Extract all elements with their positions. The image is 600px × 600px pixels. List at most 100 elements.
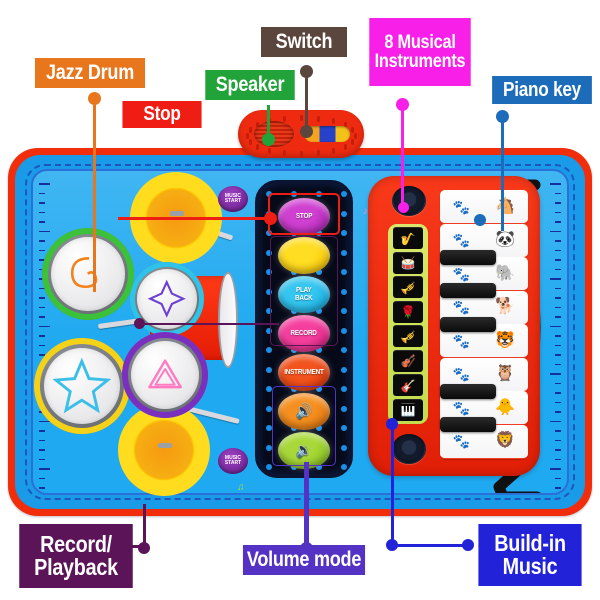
pod-dot bbox=[246, 133, 249, 139]
panel-led-dot bbox=[316, 464, 322, 470]
key-3-animal-icon: 🐘 bbox=[495, 264, 516, 282]
instrument-selector-strip[interactable]: 🎷🥁🎺🌹🎺🎻🎸🎹 bbox=[388, 224, 428, 424]
panel-led-dot bbox=[316, 347, 322, 353]
piano-speaker-bottom bbox=[392, 434, 426, 464]
pod-dot bbox=[343, 122, 347, 129]
btn-record-label: RECORD bbox=[290, 329, 318, 337]
instr-xylophone-icon[interactable]: 🌹 bbox=[393, 300, 423, 323]
pod-dot bbox=[343, 143, 347, 150]
snare-drum[interactable] bbox=[42, 228, 134, 320]
panel-led-dot bbox=[266, 249, 272, 256]
ride-cymbal[interactable] bbox=[118, 404, 210, 496]
instr-trumpet-icon[interactable]: 🎺 bbox=[393, 325, 423, 348]
star-motif-icon bbox=[147, 279, 187, 319]
pod-dot bbox=[300, 115, 303, 121]
btn-volume-down-label: 🔉 bbox=[295, 441, 313, 459]
label-piano-key: Piano key bbox=[492, 76, 592, 104]
paw-print-icon: 🐾 bbox=[452, 332, 471, 349]
instr-violin-icon[interactable]: 🎻 bbox=[393, 349, 423, 372]
star-motif-icon bbox=[53, 357, 111, 414]
btn-instrument[interactable]: INSTRUMENT bbox=[278, 354, 330, 391]
btn-demo[interactable] bbox=[278, 237, 330, 274]
panel-led-dot bbox=[266, 386, 272, 392]
panel-led-dot bbox=[341, 444, 347, 451]
pod-dot bbox=[331, 118, 335, 125]
panel-led-dot bbox=[266, 269, 272, 275]
black-key-5[interactable] bbox=[440, 417, 496, 432]
panel-led-dot bbox=[266, 327, 272, 334]
panel-led-dot bbox=[341, 269, 347, 275]
piano-keyboard-section[interactable]: 🎷🥁🎺🌹🎺🎻🎸🎹 🐾🐴🐾🐼🐾🐘🐾🐕🐾🐯🐾🦉🐾🐥🐾🦁 bbox=[368, 176, 540, 476]
key-2-animal-icon: 🐼 bbox=[495, 231, 516, 248]
label-jazz-drum: Jazz Drum bbox=[34, 58, 146, 88]
paw-print-icon: 🐾 bbox=[452, 433, 471, 449]
bass-tom[interactable] bbox=[122, 332, 208, 418]
instr-guitar-icon[interactable]: 🎸 bbox=[393, 374, 423, 397]
key-7-animal-icon: 🐥 bbox=[495, 398, 516, 416]
record-highlight-box bbox=[270, 236, 338, 346]
btn-instrument-label: INSTRUMENT bbox=[284, 368, 324, 376]
floor-tom[interactable] bbox=[34, 338, 130, 434]
pod-dot bbox=[300, 151, 303, 157]
pod-dot bbox=[256, 143, 260, 150]
label-record-playback: Record/ Playback bbox=[19, 524, 133, 588]
panel-led-dot bbox=[341, 210, 347, 217]
triangle-motif-icon bbox=[148, 359, 182, 389]
label-volume-mode: Volume mode bbox=[242, 545, 366, 575]
btn-playback[interactable]: PLAY BACK bbox=[278, 276, 330, 313]
btn-stop[interactable]: STOP bbox=[278, 198, 330, 235]
instr-clarinet-icon[interactable]: 🥁 bbox=[393, 251, 423, 274]
pod-dot bbox=[316, 150, 320, 157]
panel-led-dot bbox=[341, 327, 347, 334]
panel-led-dot bbox=[266, 444, 272, 451]
instr-maracas-icon[interactable]: 🎺 bbox=[393, 276, 423, 299]
black-key-3[interactable] bbox=[440, 316, 496, 332]
piano-keys[interactable]: 🐾🐴🐾🐼🐾🐘🐾🐕🐾🐯🐾🦉🐾🐥🐾🦁 bbox=[440, 190, 528, 462]
pod-texture bbox=[242, 114, 360, 157]
pod-dot bbox=[316, 115, 320, 122]
piano-speaker-top bbox=[392, 186, 426, 216]
paw-print-icon: 🐾 bbox=[452, 366, 471, 382]
black-key-1[interactable] bbox=[440, 249, 496, 265]
key-4-animal-icon: 🐕 bbox=[495, 298, 516, 315]
music-note-icon: ♫ bbox=[237, 482, 245, 493]
label-builtin-music: Build-in Music bbox=[478, 524, 582, 586]
pod-dot bbox=[268, 147, 272, 154]
panel-led-dot bbox=[341, 386, 347, 392]
label-speaker: Speaker bbox=[205, 70, 295, 100]
panel-led-dot bbox=[266, 308, 272, 314]
panel-led-dot bbox=[266, 405, 272, 412]
instr-flute-icon[interactable]: 🎷 bbox=[393, 227, 423, 249]
jazz-drum-kit[interactable]: ★ ★ bbox=[22, 170, 272, 496]
instr-piano-icon[interactable]: 🎹 bbox=[393, 398, 423, 421]
panel-led-dot bbox=[341, 308, 347, 314]
btn-volume-up[interactable]: 🔊 bbox=[278, 393, 330, 430]
label-switch: Switch bbox=[261, 27, 347, 57]
paw-print-icon: 🐾 bbox=[452, 299, 471, 315]
panel-led-dot bbox=[341, 464, 347, 470]
panel-led-dot bbox=[266, 347, 272, 353]
pod-dot bbox=[283, 150, 287, 157]
btn-stop-label: STOP bbox=[295, 212, 313, 220]
black-key-4[interactable] bbox=[440, 383, 496, 399]
music-start-badge[interactable]: MUSIC START bbox=[218, 186, 248, 212]
label-stop: Stop bbox=[122, 101, 202, 128]
panel-led-dot bbox=[266, 366, 272, 373]
panel-led-dot bbox=[341, 288, 347, 295]
panel-led-dot bbox=[341, 191, 347, 197]
label-8-musical-instruments: 8 Musical Instruments bbox=[369, 18, 471, 86]
music-note-icon: ♪ bbox=[363, 206, 368, 217]
bass-drum-head bbox=[218, 272, 238, 368]
power-switch[interactable] bbox=[304, 126, 350, 142]
music-start-badge[interactable]: MUSIC START bbox=[218, 448, 248, 474]
black-key-2[interactable] bbox=[440, 283, 496, 298]
panel-led-dot bbox=[341, 249, 347, 256]
pod-dot bbox=[331, 147, 335, 154]
pod-dot bbox=[354, 133, 357, 139]
paw-print-icon: 🐾 bbox=[452, 198, 471, 215]
panel-led-dot bbox=[341, 405, 347, 412]
paw-print-icon: 🐾 bbox=[452, 232, 471, 248]
btn-volume-up-label: 🔊 bbox=[295, 402, 313, 420]
panel-led-dot bbox=[341, 366, 347, 373]
